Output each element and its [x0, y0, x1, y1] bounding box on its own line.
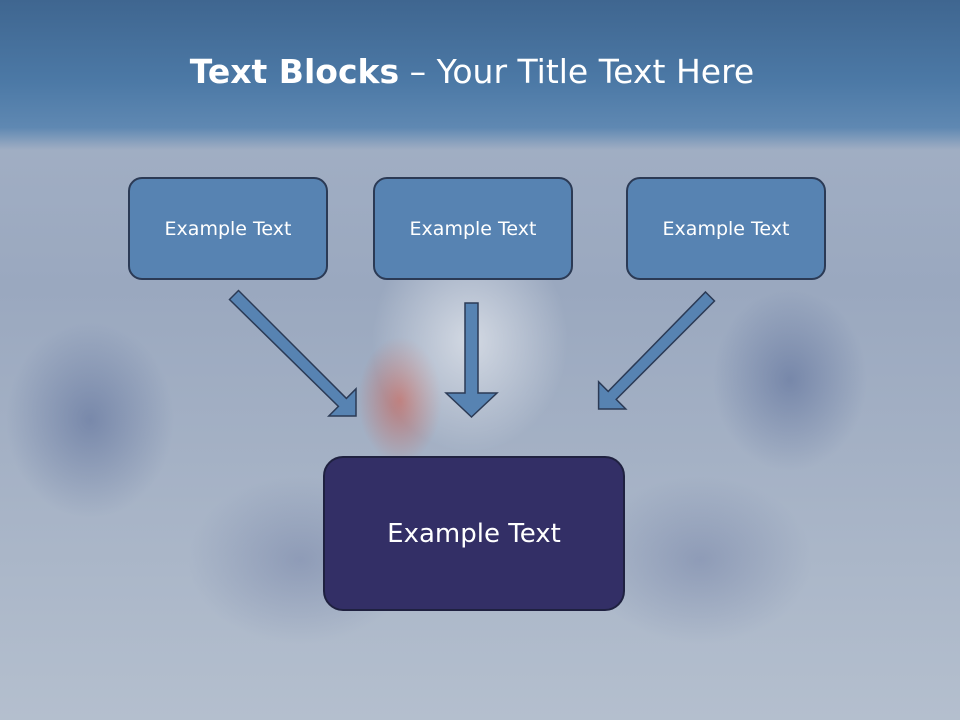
slide-title: Text Blocks – Your Title Text Here	[0, 52, 944, 91]
text-block-main[interactable]: Example Text	[323, 456, 625, 611]
text-block-main-label: Example Text	[387, 518, 561, 549]
title-separator: –	[399, 52, 437, 91]
arrow-right	[597, 290, 716, 410]
text-block-right[interactable]: Example Text	[626, 177, 826, 280]
arrow-center	[444, 302, 499, 419]
text-block-center-label: Example Text	[409, 217, 537, 240]
text-block-center[interactable]: Example Text	[373, 177, 573, 280]
title-bar	[0, 0, 960, 150]
title-bold: Text Blocks	[189, 52, 400, 91]
text-block-left-label: Example Text	[164, 217, 292, 240]
text-block-right-label: Example Text	[662, 217, 790, 240]
arrow-left	[228, 289, 357, 417]
text-block-left[interactable]: Example Text	[128, 177, 328, 280]
title-rest: Your Title Text Here	[436, 52, 755, 91]
